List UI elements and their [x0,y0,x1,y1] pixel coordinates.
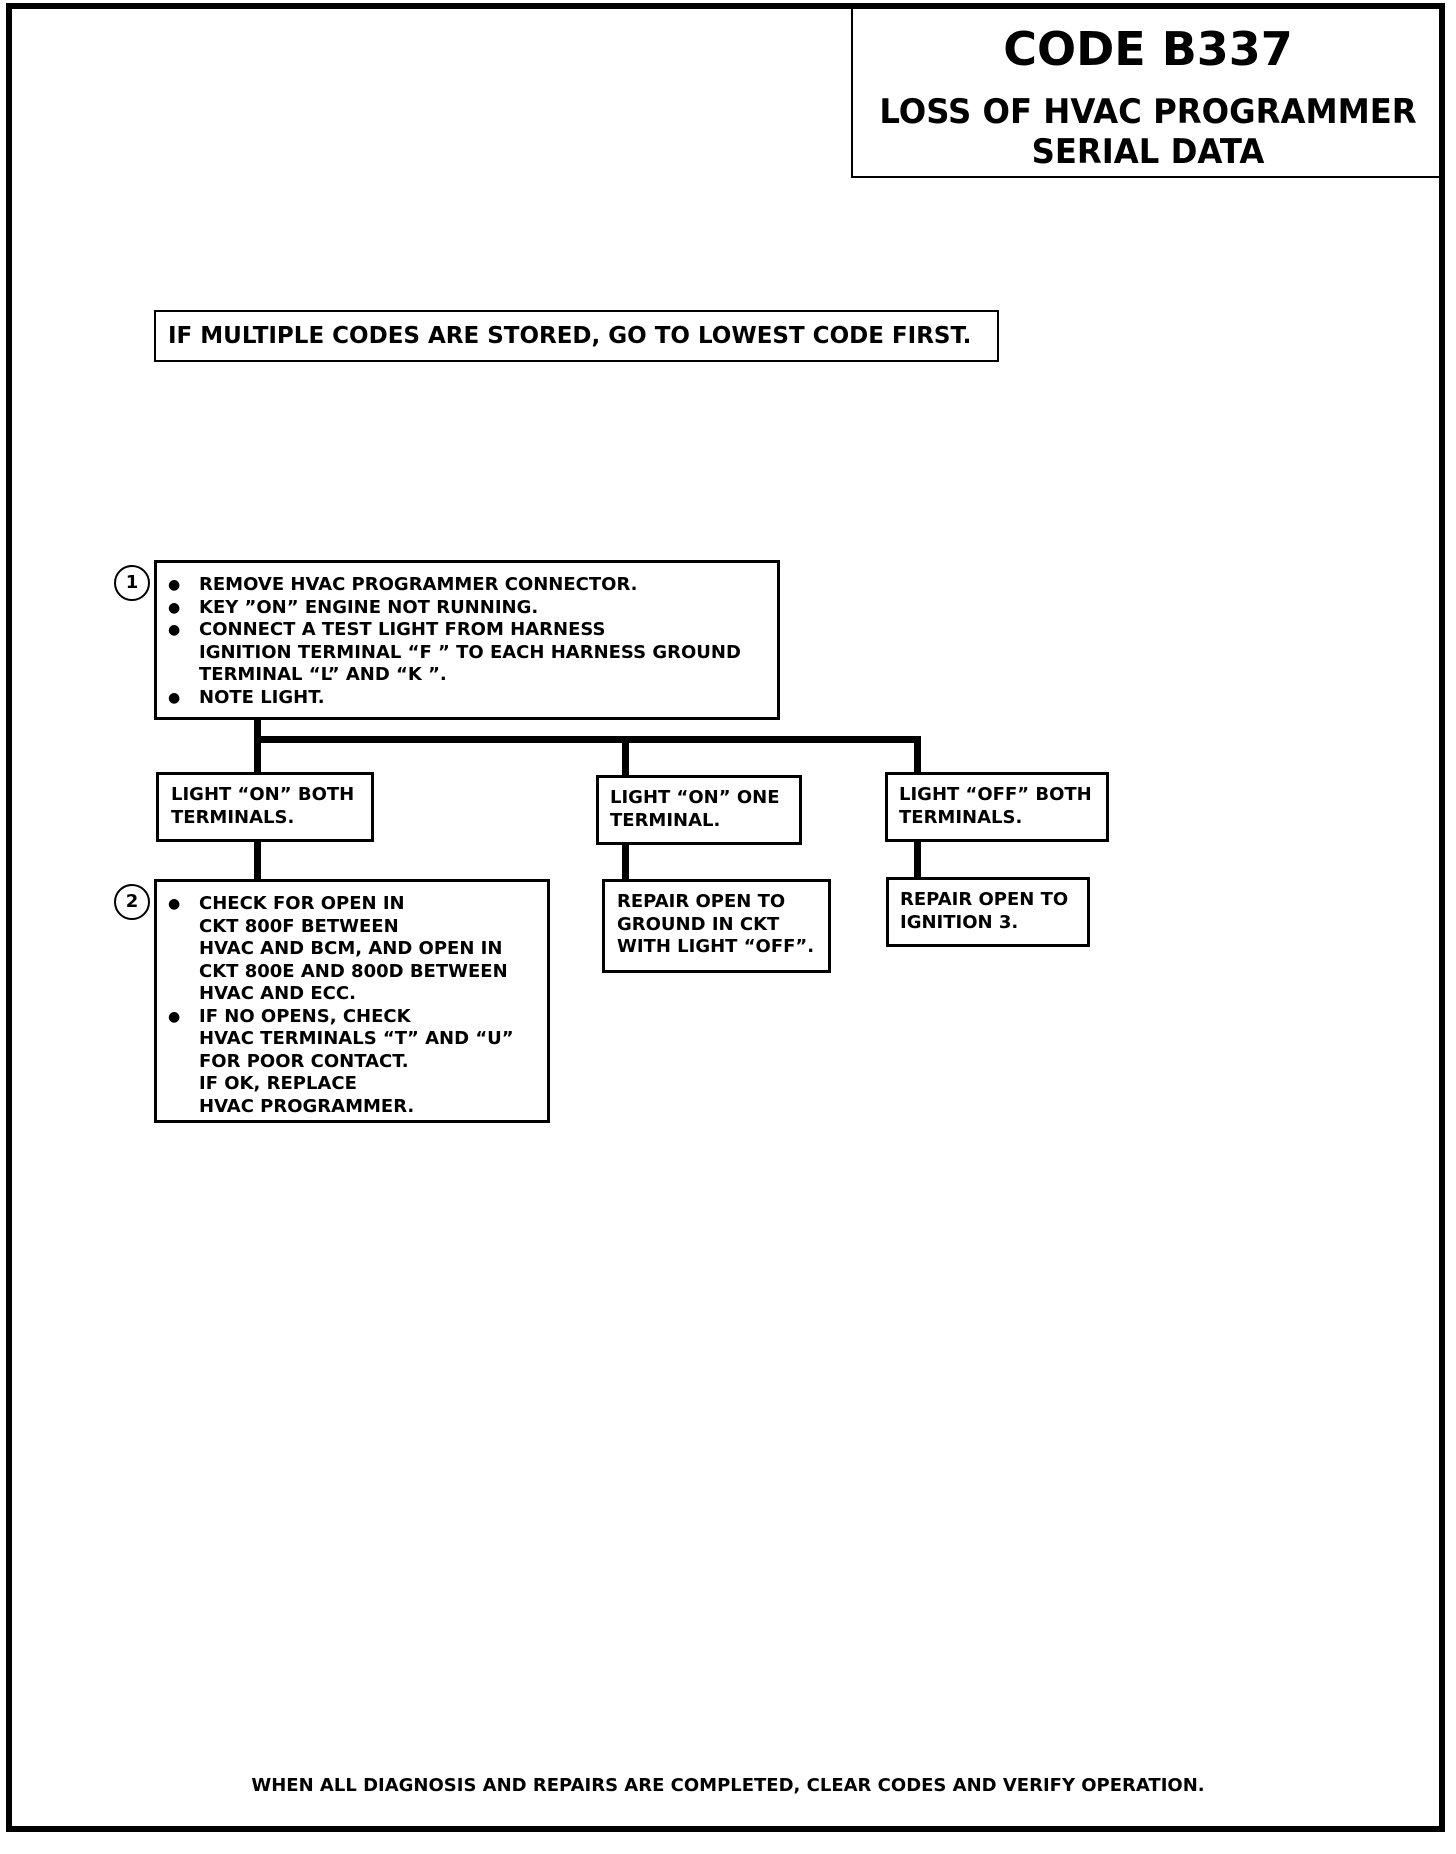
step-2-box: CHECK FOR OPEN IN CKT 800F BETWEEN HVAC … [154,879,550,1123]
step-1-bullet: REMOVE HVAC PROGRAMMER CONNECTOR. [157,574,777,597]
connector-branch-1-to-step2 [254,840,261,882]
code-description-line-1: LOSS OF HVAC PROGRAMMER [879,92,1417,132]
step-2-bullet: CHECK FOR OPEN IN CKT 800F BETWEEN HVAC … [157,893,547,1006]
step-1-box: REMOVE HVAC PROGRAMMER CONNECTOR. KEY ”O… [154,560,780,720]
step-2-marker: 2 [114,884,150,920]
code-description: LOSS OF HVAC PROGRAMMER SERIAL DATA [868,92,1429,172]
action-repair-open-to-ground: REPAIR OPEN TO GROUND IN CKT WITH LIGHT … [602,879,831,973]
step-2-bullet: IF NO OPENS, CHECK HVAC TERMINALS “T” AN… [157,1006,547,1119]
multiple-codes-note: IF MULTIPLE CODES ARE STORED, GO TO LOWE… [154,310,999,362]
footer-instruction: WHEN ALL DIAGNOSIS AND REPAIRS ARE COMPL… [251,1775,1205,1796]
connector-horizontal-bus [254,736,921,743]
code-description-line-2: SERIAL DATA [1031,132,1265,172]
condition-light-on-both: LIGHT “ON” BOTH TERMINALS. [156,772,374,842]
condition-light-on-one: LIGHT “ON” ONE TERMINAL. [596,775,802,845]
connector-branch-3-to-action [914,840,921,880]
title-block: CODE B337 LOSS OF HVAC PROGRAMMER SERIAL… [851,4,1443,178]
code-title: CODE B337 [1003,22,1293,76]
connector-branch-3-down [914,736,921,776]
step-1-marker: 1 [114,565,150,601]
connector-step1-down [254,718,261,778]
step-1-bullet: CONNECT A TEST LIGHT FROM HARNESS IGNITI… [157,619,777,687]
connector-branch-2-to-action [622,843,629,881]
condition-light-off-both: LIGHT “OFF” BOTH TERMINALS. [885,772,1109,842]
action-repair-open-to-ignition: REPAIR OPEN TO IGNITION 3. [886,877,1090,947]
step-1-bullet: KEY ”ON” ENGINE NOT RUNNING. [157,597,777,620]
step-1-bullet: NOTE LIGHT. [157,687,777,710]
page-frame [6,3,1445,1832]
connector-branch-2-down [622,736,629,778]
